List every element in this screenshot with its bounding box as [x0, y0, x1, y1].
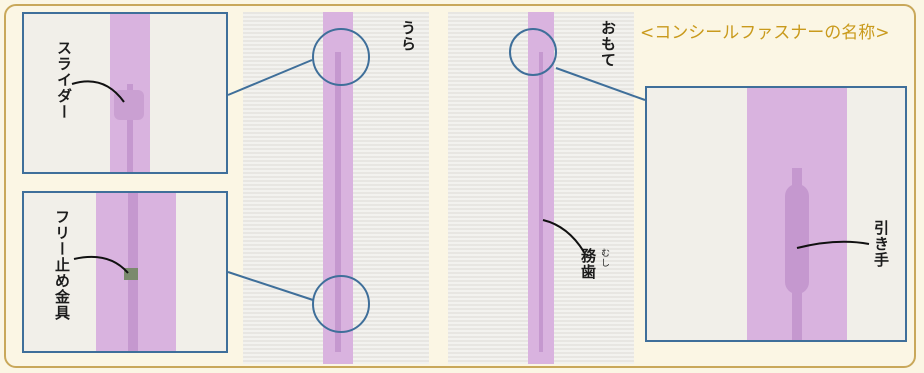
inset-slider: スライダー — [22, 12, 228, 174]
circle-slider-back — [312, 28, 370, 86]
label-pull-tab: 引き手 — [872, 220, 890, 268]
leader-line-teeth — [542, 219, 585, 253]
label-teeth-ruby: むし — [599, 248, 609, 268]
inset-pull-tab: 引き手 — [645, 86, 907, 342]
label-back: うら — [399, 20, 417, 52]
page-title: <コンシールファスナーの名称> — [640, 23, 890, 43]
pull-tab-part — [785, 184, 809, 294]
leader-line-stop — [73, 255, 129, 274]
zipper-teeth — [127, 84, 133, 172]
circle-slider-front — [509, 28, 557, 76]
leader-line-pull — [796, 240, 870, 249]
page-frame — [4, 4, 916, 368]
label-free-stop: フリー止め金具 — [53, 209, 71, 321]
inset-free-stop: フリー止め金具 — [22, 191, 228, 353]
zipper-teeth — [335, 52, 341, 352]
circle-stop-back — [312, 275, 370, 333]
zipper-teeth — [539, 52, 543, 352]
leader-line-slider — [71, 80, 125, 103]
label-front: おもて — [599, 20, 617, 68]
label-teeth: 務歯 — [579, 248, 597, 280]
label-slider: スライダー — [55, 40, 73, 120]
